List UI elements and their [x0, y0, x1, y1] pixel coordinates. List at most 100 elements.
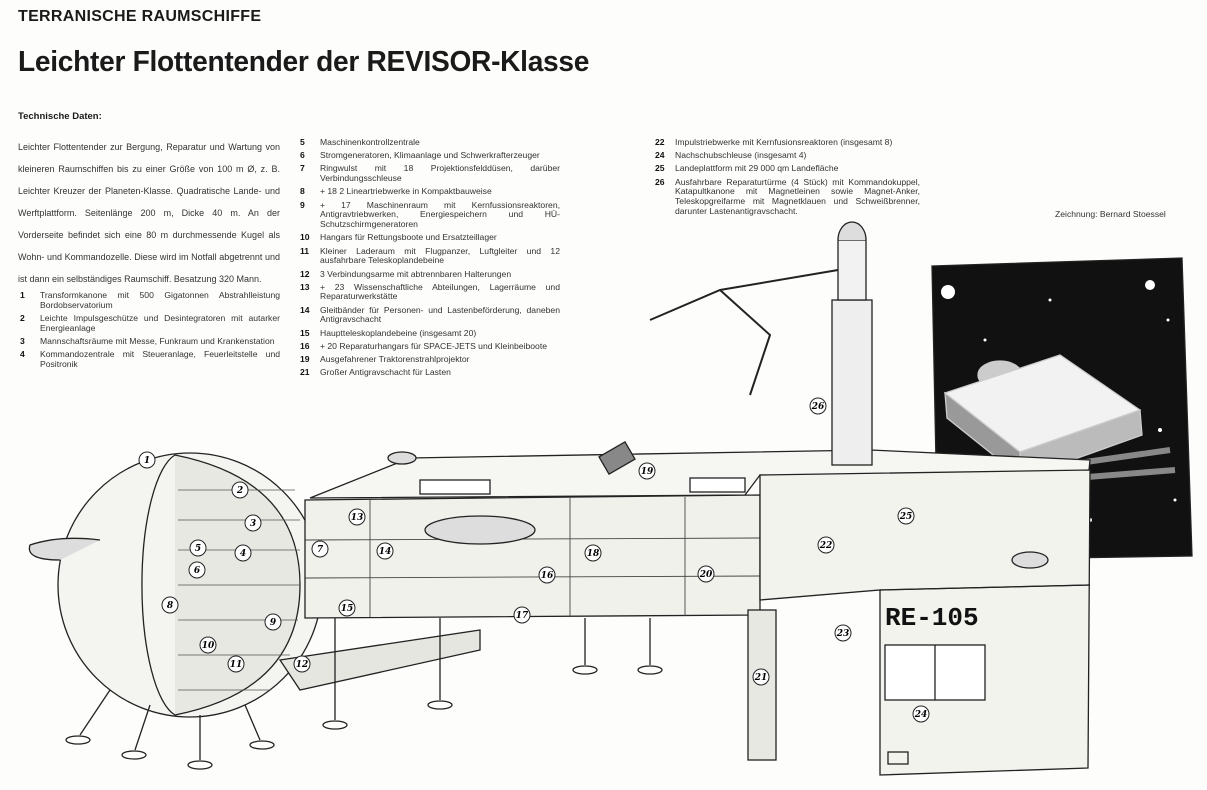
callout-number: 4	[240, 549, 246, 559]
legend-number: 8	[300, 186, 305, 197]
legend-text: + 23 Wissenschaftliche Abteilungen, Lage…	[320, 281, 560, 302]
legend-number: 9	[300, 199, 305, 210]
landing-legs-sphere	[65, 689, 275, 770]
callout-6: 6	[188, 561, 206, 579]
legend-number: 11	[300, 245, 310, 256]
callout-number: 17	[516, 611, 529, 621]
legend-item: 26 Ausfahrbare Reparaturtürme (4 Stück) m…	[655, 176, 920, 217]
callout-number: 6	[194, 566, 201, 576]
legend-number: 24	[655, 150, 665, 161]
callout-8: 8	[161, 596, 179, 614]
callout-number: 12	[296, 660, 309, 670]
callout-number: 24	[914, 710, 928, 720]
callout-number: 21	[754, 673, 768, 683]
legend-item: 14 Gleitbänder für Personen- und Lastenbe…	[300, 304, 560, 326]
callout-number: 23	[836, 629, 850, 639]
callout-17: 17	[513, 606, 531, 624]
legend-text: + 20 Reparaturhangars für SPACE-JETS und…	[320, 340, 547, 351]
legend-number: 14	[300, 304, 310, 315]
legend-text: Maschinenkontrollzentrale	[320, 137, 420, 147]
callout-24: 24	[912, 705, 930, 723]
legend-number: 6	[300, 150, 305, 161]
legend-text: Impulstriebwerke mit Kernfusionsreaktore…	[675, 137, 893, 147]
legend-item: 11 Kleiner Laderaum mit Flugpanzer, Luftg…	[300, 245, 560, 267]
callout-3: 3	[244, 514, 262, 532]
callout-number: 9	[270, 618, 277, 628]
legend-item: 9 + 17 Maschinenraum mit Kernfussionsreak…	[300, 199, 560, 230]
legend-text: Gleitbänder für Personen- und Lastenbefö…	[320, 304, 560, 325]
legend-number: 15	[300, 327, 310, 338]
callout-14: 14	[376, 542, 394, 560]
legend-number: 26	[655, 176, 665, 187]
callout-16: 16	[538, 566, 556, 584]
star-field	[941, 280, 1177, 522]
legend-number: 7	[300, 163, 305, 174]
callout-5: 5	[189, 539, 207, 557]
callout-11: 11	[227, 655, 245, 673]
callout-26: 26	[809, 397, 827, 415]
legend-item: 4 Kommandozentrale mit Steueranlage, Feue…	[20, 349, 280, 370]
callout-number: 8	[167, 601, 174, 611]
callout-21: 21	[752, 668, 770, 686]
legend-number: 13	[300, 281, 310, 292]
legend-number: 12	[300, 268, 310, 279]
legend-text: Leichte Impulsgeschütze und Desintegrato…	[40, 312, 280, 333]
legend-number: 2	[20, 312, 25, 323]
gripper-arm	[649, 269, 839, 396]
callout-12: 12	[293, 655, 311, 673]
callout-number: 10	[202, 641, 215, 651]
callout-number: 3	[250, 519, 256, 529]
callout-23: 23	[834, 624, 852, 642]
callout-number: 19	[641, 467, 654, 477]
page-title: Leichter Flottentender der REVISOR-Klass…	[18, 46, 590, 78]
legend-text: + 17 Maschinenraum mit Kernfussionsreakt…	[320, 199, 560, 230]
tech-data-heading: Technische Daten:	[18, 111, 102, 122]
callout-22: 22	[817, 536, 835, 554]
callout-number: 26	[811, 402, 825, 412]
legend-text: Nachschubschleuse (insgesamt 4)	[675, 150, 807, 161]
callout-number: 22	[819, 541, 833, 551]
legend-text: Kommandozentrale mit Steueranlage, Feuer…	[40, 349, 280, 369]
legend-number: 4	[20, 349, 25, 360]
legend-number: 19	[300, 354, 310, 365]
legend-text: Kleiner Laderaum mit Flugpanzer, Luftgle…	[320, 245, 560, 266]
callout-number: 25	[899, 512, 913, 522]
callout-18: 18	[584, 544, 602, 562]
legend-text: Ausgefahrener Traktorenstrahlprojektor	[320, 354, 470, 365]
legend-item: 13 + 23 Wissenschaftliche Abteilungen, La…	[300, 281, 560, 303]
legend-item: 24 Nachschubschleuse (insgesamt 4)	[655, 150, 920, 161]
registration-label: RE-105	[885, 603, 979, 633]
intro-paragraph: Leichter Flottentender zur Bergung, Repa…	[18, 142, 280, 284]
callout-10: 10	[199, 636, 217, 654]
legend-number: 16	[300, 340, 310, 351]
legend-number: 25	[655, 163, 665, 174]
callout-number: 14	[379, 547, 392, 557]
legend-item: 8+ 18 2 Lineartriebwerke in Kompaktbauwe…	[300, 187, 560, 197]
callout-4: 4	[234, 544, 252, 562]
legend-text: Ausfahrbare Reparaturtürme (4 Stück) mit…	[675, 176, 920, 216]
legend-number: 1	[20, 290, 25, 300]
callout-number: 11	[230, 660, 243, 670]
legend-text: Landeplattform mit 29 000 qm Landefläche	[675, 163, 839, 174]
legend-number: 10	[300, 232, 310, 243]
callout-7: 7	[311, 540, 329, 558]
callout-number: 7	[317, 545, 324, 555]
legend-number: 3	[20, 335, 25, 346]
command-sphere	[57, 452, 323, 718]
callout-25: 25	[897, 507, 915, 525]
callout-number: 1	[144, 456, 150, 466]
callout-1: 1	[138, 451, 156, 469]
